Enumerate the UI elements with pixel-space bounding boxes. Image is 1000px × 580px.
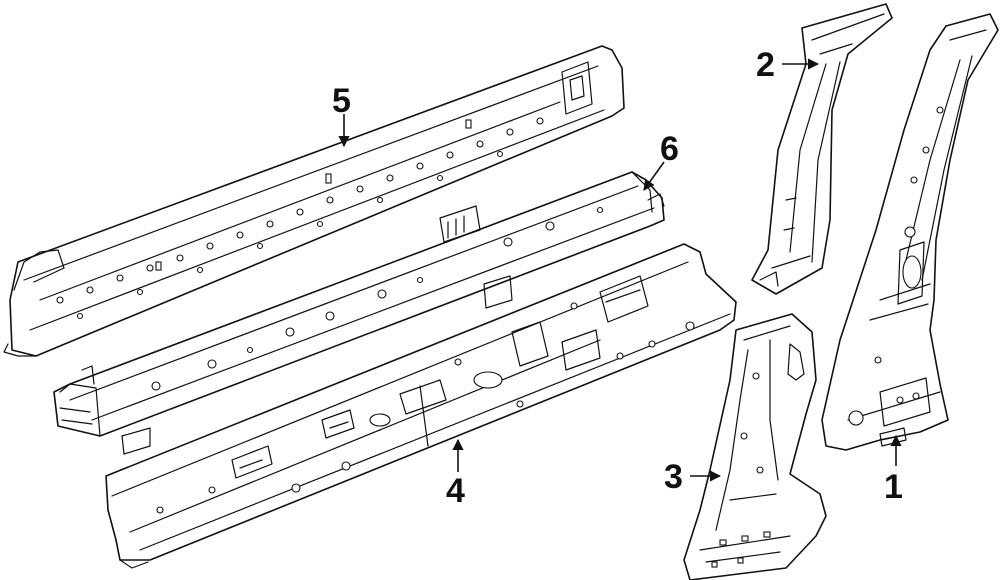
callout-4: 4 — [446, 438, 465, 510]
part-5-holes — [56, 117, 544, 320]
callout-4-label: 4 — [446, 472, 465, 510]
callout-1: 1 — [884, 434, 903, 506]
part-6-holes — [151, 206, 604, 391]
part-1-full-pillar[interactable] — [821, 13, 999, 451]
callout-5: 5 — [332, 82, 351, 148]
part-3-holes — [711, 372, 771, 568]
callout-5-label: 5 — [332, 82, 351, 120]
callout-6: 6 — [643, 130, 679, 191]
callout-6-label: 6 — [660, 130, 679, 168]
part-3-lower-pillar[interactable] — [683, 313, 827, 580]
part-5-upper-rail[interactable] — [3, 45, 625, 357]
part-4-holes — [156, 302, 695, 514]
callout-2: 2 — [756, 46, 820, 84]
callout-1-label: 1 — [884, 468, 903, 506]
part-4-lower-rocker[interactable] — [105, 243, 737, 569]
callout-3-label: 3 — [664, 458, 683, 496]
callout-2-label: 2 — [756, 46, 775, 84]
part-2-upper-pillar[interactable] — [751, 3, 893, 295]
part-1-holes — [848, 106, 944, 426]
callout-3: 3 — [664, 458, 722, 496]
part-6-middle-rail[interactable] — [53, 171, 665, 455]
